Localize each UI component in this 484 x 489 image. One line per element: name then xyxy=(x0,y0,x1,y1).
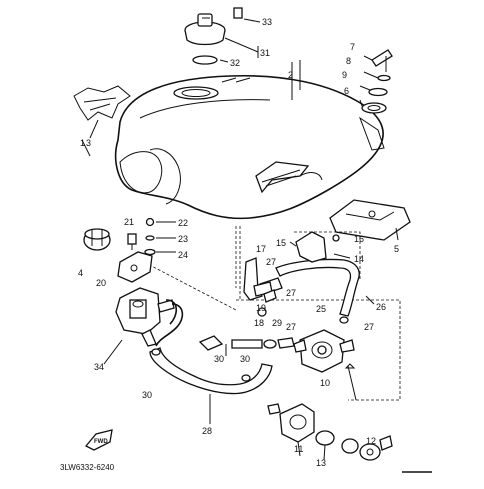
callout-13: 13 xyxy=(316,458,326,468)
callout-33: 33 xyxy=(262,17,272,27)
o-ring xyxy=(315,430,335,446)
callout-26: 26 xyxy=(376,302,386,312)
fuel-cock xyxy=(103,287,175,365)
callout-30-a: 30 xyxy=(142,390,152,400)
callout-22: 22 xyxy=(178,218,188,228)
callout-32: 32 xyxy=(230,58,240,68)
cock-lever xyxy=(243,257,277,317)
vacuum-bracket xyxy=(289,231,351,263)
hose-main xyxy=(149,347,273,395)
tank-rear-mount xyxy=(358,116,385,151)
callout-21: 21 xyxy=(124,217,134,227)
callout-20: 20 xyxy=(96,278,106,288)
callout-9: 9 xyxy=(342,70,347,80)
cock-screws xyxy=(127,217,176,256)
callout-1: 1 xyxy=(80,138,85,148)
callout-17: 17 xyxy=(256,244,266,254)
callout-23: 23 xyxy=(178,234,188,244)
tank-emblem xyxy=(255,161,310,194)
fuel-cock-plate xyxy=(117,251,153,283)
fwd-arrow-icon: FWD xyxy=(84,429,113,451)
callouts: 1 2 3 4 5 6 7 8 9 10 11 12 13 14 15 16 1… xyxy=(78,17,399,468)
fwd-label: FWD xyxy=(94,439,108,445)
callout-12: 12 xyxy=(366,436,376,446)
rear-mount-hardware xyxy=(359,49,393,114)
bracket-part xyxy=(329,199,411,241)
callout-5: 5 xyxy=(394,244,399,254)
callout-11: 11 xyxy=(294,444,303,454)
callout-27-c: 27 xyxy=(286,322,296,332)
cap-gasket xyxy=(192,55,218,65)
callout-15: 15 xyxy=(276,238,286,248)
callout-27-b: 27 xyxy=(286,288,296,298)
decal-part xyxy=(73,85,131,157)
callout-25: 25 xyxy=(316,304,326,314)
callout-7: 7 xyxy=(350,42,355,52)
callout-34: 34 xyxy=(94,362,104,372)
callout-3: 3 xyxy=(86,138,91,148)
callout-27-d: 27 xyxy=(364,322,374,332)
callout-4: 4 xyxy=(78,268,83,278)
callout-29: 29 xyxy=(272,318,282,328)
callout-2: 2 xyxy=(288,70,293,80)
fuel-tank xyxy=(114,74,385,220)
fuel-cap-assembly xyxy=(184,7,261,65)
callout-27-a: 27 xyxy=(266,257,276,267)
callout-6: 6 xyxy=(344,86,349,96)
part-code: 3LW6332-6240 xyxy=(60,463,115,472)
callout-16: 16 xyxy=(354,234,364,244)
callout-14: 14 xyxy=(354,254,364,264)
callout-19: 19 xyxy=(256,303,266,313)
tank-tunnel xyxy=(149,148,181,205)
hose-joint xyxy=(198,335,295,356)
pump-components xyxy=(267,403,393,461)
callout-30-c: 30 xyxy=(240,354,250,364)
callout-31: 31 xyxy=(260,48,270,58)
tank-cap-ring xyxy=(83,228,111,251)
callout-18: 18 xyxy=(254,318,264,328)
callout-24: 24 xyxy=(178,250,188,260)
filler-neck xyxy=(173,86,219,100)
callout-8: 8 xyxy=(346,56,351,66)
callout-28: 28 xyxy=(202,426,212,436)
callout-30-b: 30 xyxy=(214,354,224,364)
fuel-pump xyxy=(293,329,357,401)
hose-cock xyxy=(155,303,184,347)
callout-10: 10 xyxy=(320,378,330,388)
